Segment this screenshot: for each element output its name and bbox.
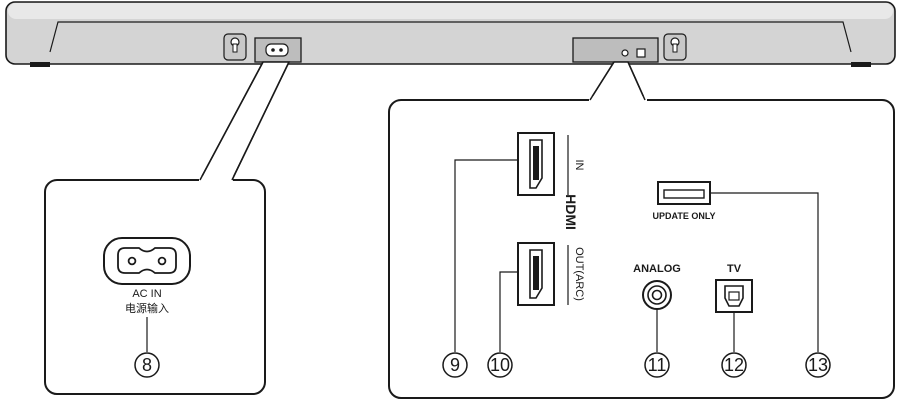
hdmi-port-icon bbox=[517, 242, 555, 306]
callout-number-12-circle bbox=[721, 352, 747, 378]
callout-number-13-circle bbox=[805, 352, 831, 378]
hdmi-in-label: IN bbox=[573, 160, 585, 171]
right-callout: IN HDMI OUT(ARC) UPDATE ONLY ANALOG bbox=[388, 61, 895, 399]
callout-number-9-circle bbox=[442, 352, 468, 378]
tv-label: TV bbox=[727, 263, 742, 275]
optical-port-icon bbox=[715, 279, 753, 313]
soundbar-body bbox=[5, 1, 896, 67]
callout-number-11-circle bbox=[644, 352, 670, 378]
power-inlet-icon bbox=[103, 237, 191, 285]
analog-jack-icon bbox=[642, 280, 672, 310]
ac-in-label-cn: 电源输入 bbox=[125, 301, 169, 315]
bar-ac-recess bbox=[254, 37, 302, 63]
hdmi-logo: HDMI bbox=[563, 194, 579, 230]
bar-connector-recess bbox=[572, 37, 659, 63]
wall-mount-hole-icon bbox=[223, 33, 247, 61]
analog-label: ANALOG bbox=[633, 263, 681, 275]
callout-number-8: 8 bbox=[142, 355, 152, 375]
callout-number-10: 10 bbox=[490, 355, 510, 375]
usb-port-icon bbox=[657, 181, 711, 205]
usb-label: UPDATE ONLY bbox=[652, 211, 715, 221]
left-callout: AC IN 电源输入 8 bbox=[44, 61, 291, 395]
callout-number-12: 12 bbox=[724, 355, 744, 375]
callout-number-13: 13 bbox=[808, 355, 828, 375]
hdmi-port-icon bbox=[517, 132, 555, 196]
callout-number-9: 9 bbox=[450, 355, 460, 375]
hdmi-out-label: OUT(ARC) bbox=[573, 247, 585, 301]
ac-in-label: AC IN bbox=[132, 288, 161, 300]
callout-number-10-circle bbox=[487, 352, 513, 378]
wall-mount-hole-icon bbox=[663, 33, 687, 61]
callout-number-8-circle bbox=[134, 352, 160, 378]
callout-number-11: 11 bbox=[648, 355, 667, 375]
